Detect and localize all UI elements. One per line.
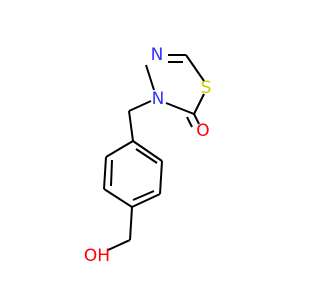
carbonyl-oxygen-label: O [196, 121, 209, 141]
bond-aryl-6 [105, 140, 134, 158]
bond-aryl-4 [103, 188, 133, 208]
bond-aryl-1 [132, 140, 163, 162]
sulfur-label: S [201, 78, 212, 98]
nitrogen-ring-label: N [152, 89, 165, 109]
bond-aryl-inner-3 [110, 159, 113, 187]
bond-aryl-ch2 [129, 206, 133, 241]
bond-c-n [165, 102, 195, 115]
bond-ch-s [185, 54, 205, 82]
bond-aryl-5 [103, 156, 107, 190]
bond-s-c [193, 93, 205, 115]
bond-ch2-oh [107, 239, 131, 251]
bond-aryl-inner-2 [132, 190, 155, 201]
bond-n-n [145, 64, 155, 91]
atom-labels: N N S O OH [84, 45, 211, 266]
bond-aryl-3 [131, 193, 161, 208]
molecule-diagram: N N S O OH [83, 45, 212, 266]
bond-ch2-aryl [128, 110, 134, 142]
bond-c-o-double [186, 116, 193, 128]
structure-drawing: N N S O OH [84, 45, 211, 266]
nitrogen-top-label: N [151, 45, 164, 65]
bond-c-o [193, 113, 200, 125]
bonds [103, 54, 205, 251]
bond-n-ch2 [128, 100, 152, 112]
bond-aryl-inner-1 [135, 148, 158, 164]
hydroxyl-label: OH [84, 246, 110, 266]
bond-aryl-2 [159, 160, 163, 195]
